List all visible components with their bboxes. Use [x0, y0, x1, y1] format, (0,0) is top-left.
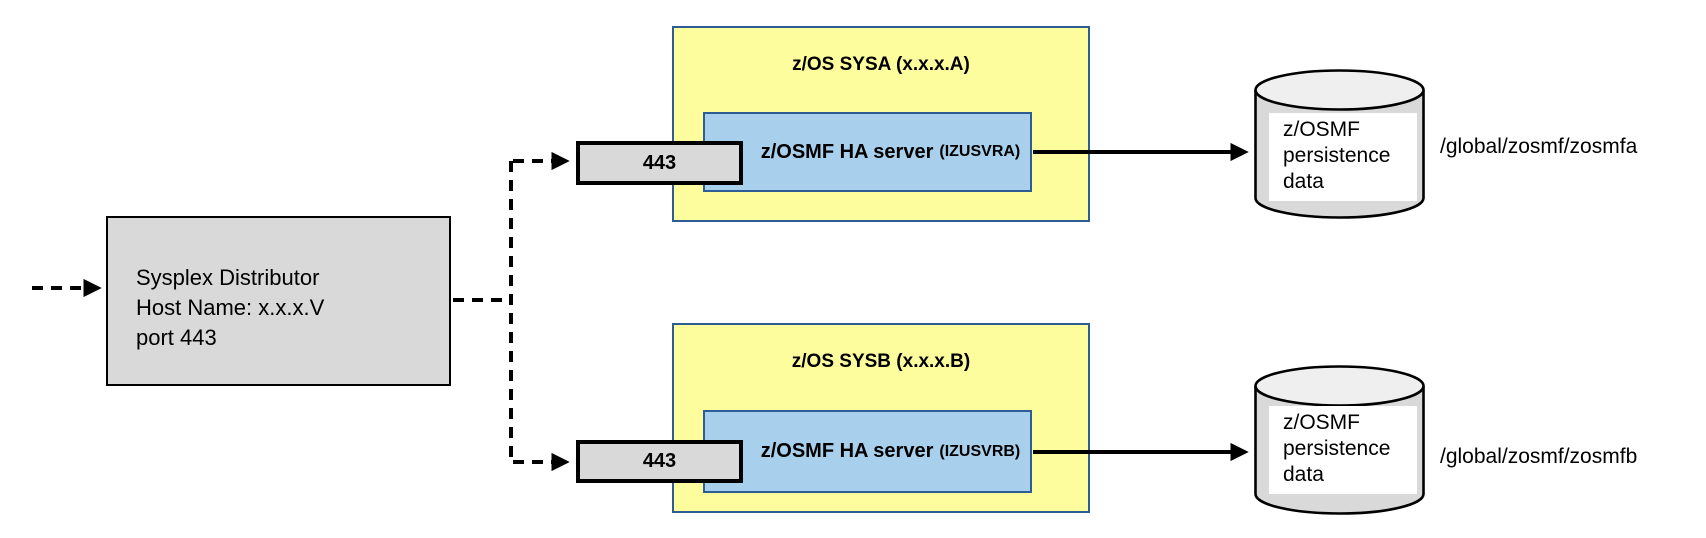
distributor-name-line: Sysplex Distributor	[136, 265, 320, 290]
datastore-a-line1: z/OSMF	[1283, 118, 1360, 141]
port-b-label: 443	[642, 450, 677, 472]
server-b-instance: (IZUSVRB)	[939, 442, 1021, 460]
server-a-box: z/OSMF HA server (IZUSVRA)	[703, 112, 1032, 192]
distributor-host-line: Host Name: x.x.x.V	[136, 295, 325, 320]
server-a-name: z/OSMF HA server	[760, 140, 934, 163]
sysplex-distributor-box: Sysplex Distributor Host Name: x.x.x.V p…	[106, 216, 451, 386]
port-a-box: 443	[576, 141, 743, 185]
distributor-port-line: port 443	[136, 325, 217, 350]
system-b-title: z/OS SYSB (x.x.x.B)	[791, 351, 971, 372]
datastore-b-line1: z/OSMF	[1283, 411, 1360, 434]
system-a-title: z/OS SYSA (x.x.x.A)	[792, 54, 970, 75]
port-b-box: 443	[576, 440, 743, 483]
datastore-b-line3: data	[1283, 463, 1324, 486]
server-a-instance: (IZUSVRA)	[939, 143, 1021, 160]
datastore-b-line2: persistence	[1283, 437, 1391, 460]
server-b-name: z/OSMF HA server	[760, 440, 934, 462]
datastore-a-line2: persistence	[1283, 144, 1391, 167]
datastore-a-label: z/OSMF persistence data	[1269, 113, 1417, 201]
server-b-box: z/OSMF HA server (IZUSVRB)	[703, 410, 1032, 493]
port-a-label: 443	[642, 151, 677, 174]
mount-path-a-label: /global/zosmf/zosmfa	[1440, 135, 1638, 158]
datastore-b-label: z/OSMF persistence data	[1269, 406, 1417, 494]
datastore-a-line3: data	[1283, 170, 1324, 193]
mount-path-b-label: /global/zosmf/zosmfb	[1440, 445, 1638, 468]
